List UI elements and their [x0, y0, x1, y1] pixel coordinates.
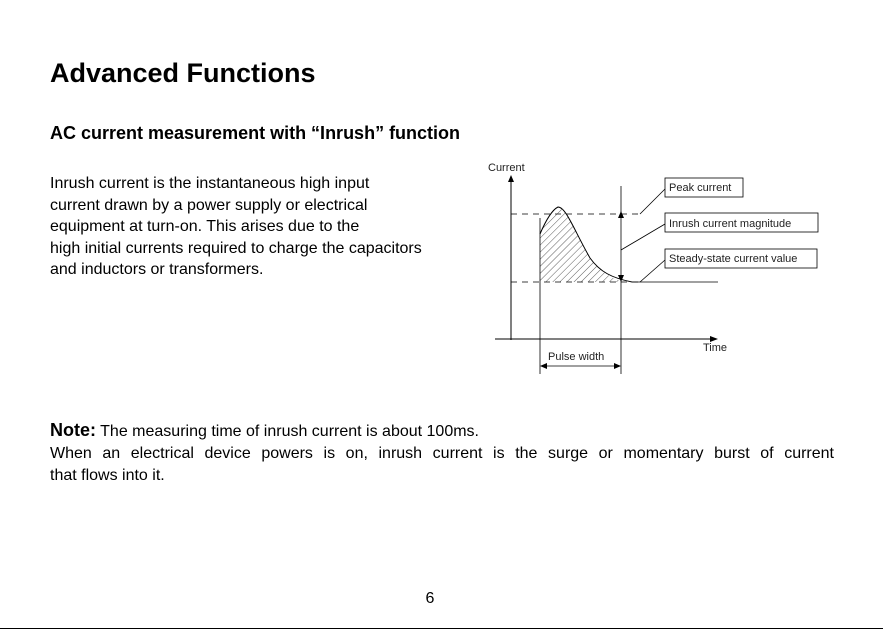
inrush-magnitude-callout: Inrush current magnitude: [664, 212, 819, 233]
note-line-1: The measuring time of inrush current is …: [96, 423, 479, 440]
inrush-area: [540, 207, 621, 282]
steady-leader-line: [639, 259, 666, 283]
inrush-magnitude-label: Inrush current magnitude: [669, 218, 791, 230]
peak-current-callout: Peak current: [664, 177, 744, 198]
note-line-2: When an electrical device powers is on, …: [50, 445, 834, 462]
body-line: and inductors or transformers.: [50, 261, 264, 278]
magnitude-leader-line: [620, 223, 666, 251]
y-axis-label: Current: [488, 162, 525, 174]
bottom-rule: [0, 628, 883, 629]
body-paragraph: Inrush current is the instantaneous high…: [50, 173, 490, 281]
page-number: 6: [425, 590, 435, 607]
steady-state-label: Steady-state current value: [669, 253, 797, 265]
body-line: current drawn by a power supply or elect…: [50, 196, 368, 214]
body-line: high initial currents required to charge…: [50, 239, 422, 257]
note-label: Note:: [50, 420, 96, 440]
x-axis-arrow: [710, 336, 718, 342]
magnitude-arrow-down: [618, 275, 624, 282]
note-line-3: that flows into it.: [50, 467, 165, 484]
steady-state-callout: Steady-state current value: [664, 248, 818, 269]
note-paragraph: Note: The measuring time of inrush curre…: [50, 419, 834, 487]
peak-current-label: Peak current: [669, 182, 731, 194]
inrush-curve: [539, 206, 633, 283]
magnitude-arrow-up: [618, 211, 624, 218]
pulse-width-arrow-right: [614, 363, 621, 369]
pulse-width-label: Pulse width: [548, 351, 604, 363]
section-subtitle: AC current measurement with “Inrush” fun…: [50, 123, 461, 143]
y-axis-arrow: [508, 175, 514, 182]
pulse-width-arrow-left: [540, 363, 547, 369]
peak-leader-line: [639, 188, 666, 215]
body-line: equipment at turn-on. This arises due to…: [50, 218, 360, 235]
body-line: Inrush current is the instantaneous high…: [50, 175, 370, 192]
x-axis-label: Time: [703, 342, 727, 354]
page-title: Advanced Functions: [50, 58, 316, 88]
